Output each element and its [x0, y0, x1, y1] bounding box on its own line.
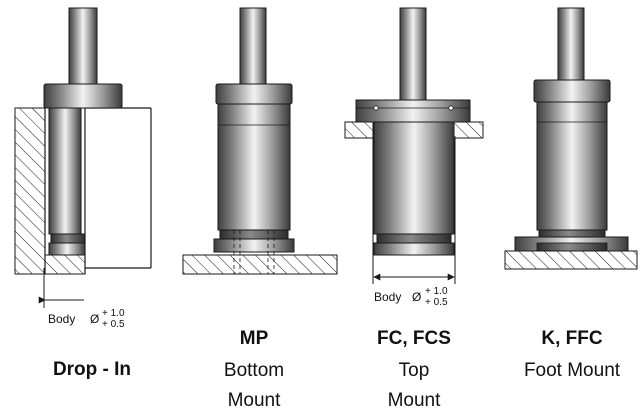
cylinder-head	[43, 83, 123, 109]
caption-mp-name-line2: Mount	[228, 390, 282, 411]
foot-flange-center	[536, 242, 608, 252]
cylinder-body	[217, 103, 291, 231]
cylinder-base	[213, 238, 295, 253]
piston-rod	[68, 7, 98, 85]
caption-k-name-line1: Foot Mount	[524, 360, 621, 381]
k-ffc-foot-mount-figure	[504, 7, 638, 270]
cylinder-body	[373, 121, 455, 235]
mp-bottom-mount-figure	[182, 7, 338, 275]
caption-drop-in-name: Drop - In	[53, 359, 131, 380]
caption-mp-name-line1: Bottom	[224, 360, 284, 381]
cylinder-base	[48, 242, 86, 256]
cylinder-base	[373, 242, 455, 256]
piston-rod	[399, 7, 427, 101]
flange-hole-right	[448, 105, 454, 111]
base-plate	[182, 254, 338, 275]
caption-mp-code: MP	[240, 328, 269, 349]
drop-in-figure: Body Ø + 1.0 + 0.5	[14, 7, 152, 330]
caption-fc-name-line2: Mount	[388, 390, 442, 411]
caption-fc-name-line1: Top	[399, 360, 430, 381]
tolerance-lower: + 0.5	[102, 319, 125, 330]
piston-rod	[239, 7, 267, 85]
captions: Drop - In MP Bottom Mount FC, FCS Top Mo…	[53, 328, 621, 411]
cylinder-head	[215, 83, 293, 105]
cylinder-groove	[376, 233, 452, 244]
cylinder-groove	[219, 229, 289, 240]
cylinder-body	[536, 101, 608, 231]
diameter-symbol: Ø	[412, 290, 421, 304]
fc-fcs-top-mount-figure: Body Ø + 1.0 + 0.5	[344, 7, 484, 308]
caption-fc-code: FC, FCS	[377, 328, 451, 349]
cylinder-head	[533, 79, 611, 103]
tolerance-upper: + 1.0	[425, 286, 448, 297]
cylinder-groove	[50, 233, 86, 244]
diameter-symbol: Ø	[90, 312, 99, 326]
caption-k-code: K, FFC	[541, 328, 602, 349]
tolerance-upper: + 1.0	[102, 308, 125, 319]
bore-bottom-hatching	[44, 254, 86, 275]
piston-rod	[557, 7, 585, 81]
base-plate	[504, 250, 638, 270]
tolerance-lower: + 0.5	[425, 297, 448, 308]
dimension-body-label: Body	[48, 312, 75, 326]
dimension-body-label: Body	[374, 290, 401, 304]
mounting-plate-right	[452, 121, 484, 139]
wall-hatching	[14, 107, 46, 275]
cylinder-body	[48, 107, 82, 235]
top-flange	[355, 99, 471, 123]
flange-hole-left	[373, 105, 379, 111]
mounting-plate-left	[344, 121, 374, 139]
